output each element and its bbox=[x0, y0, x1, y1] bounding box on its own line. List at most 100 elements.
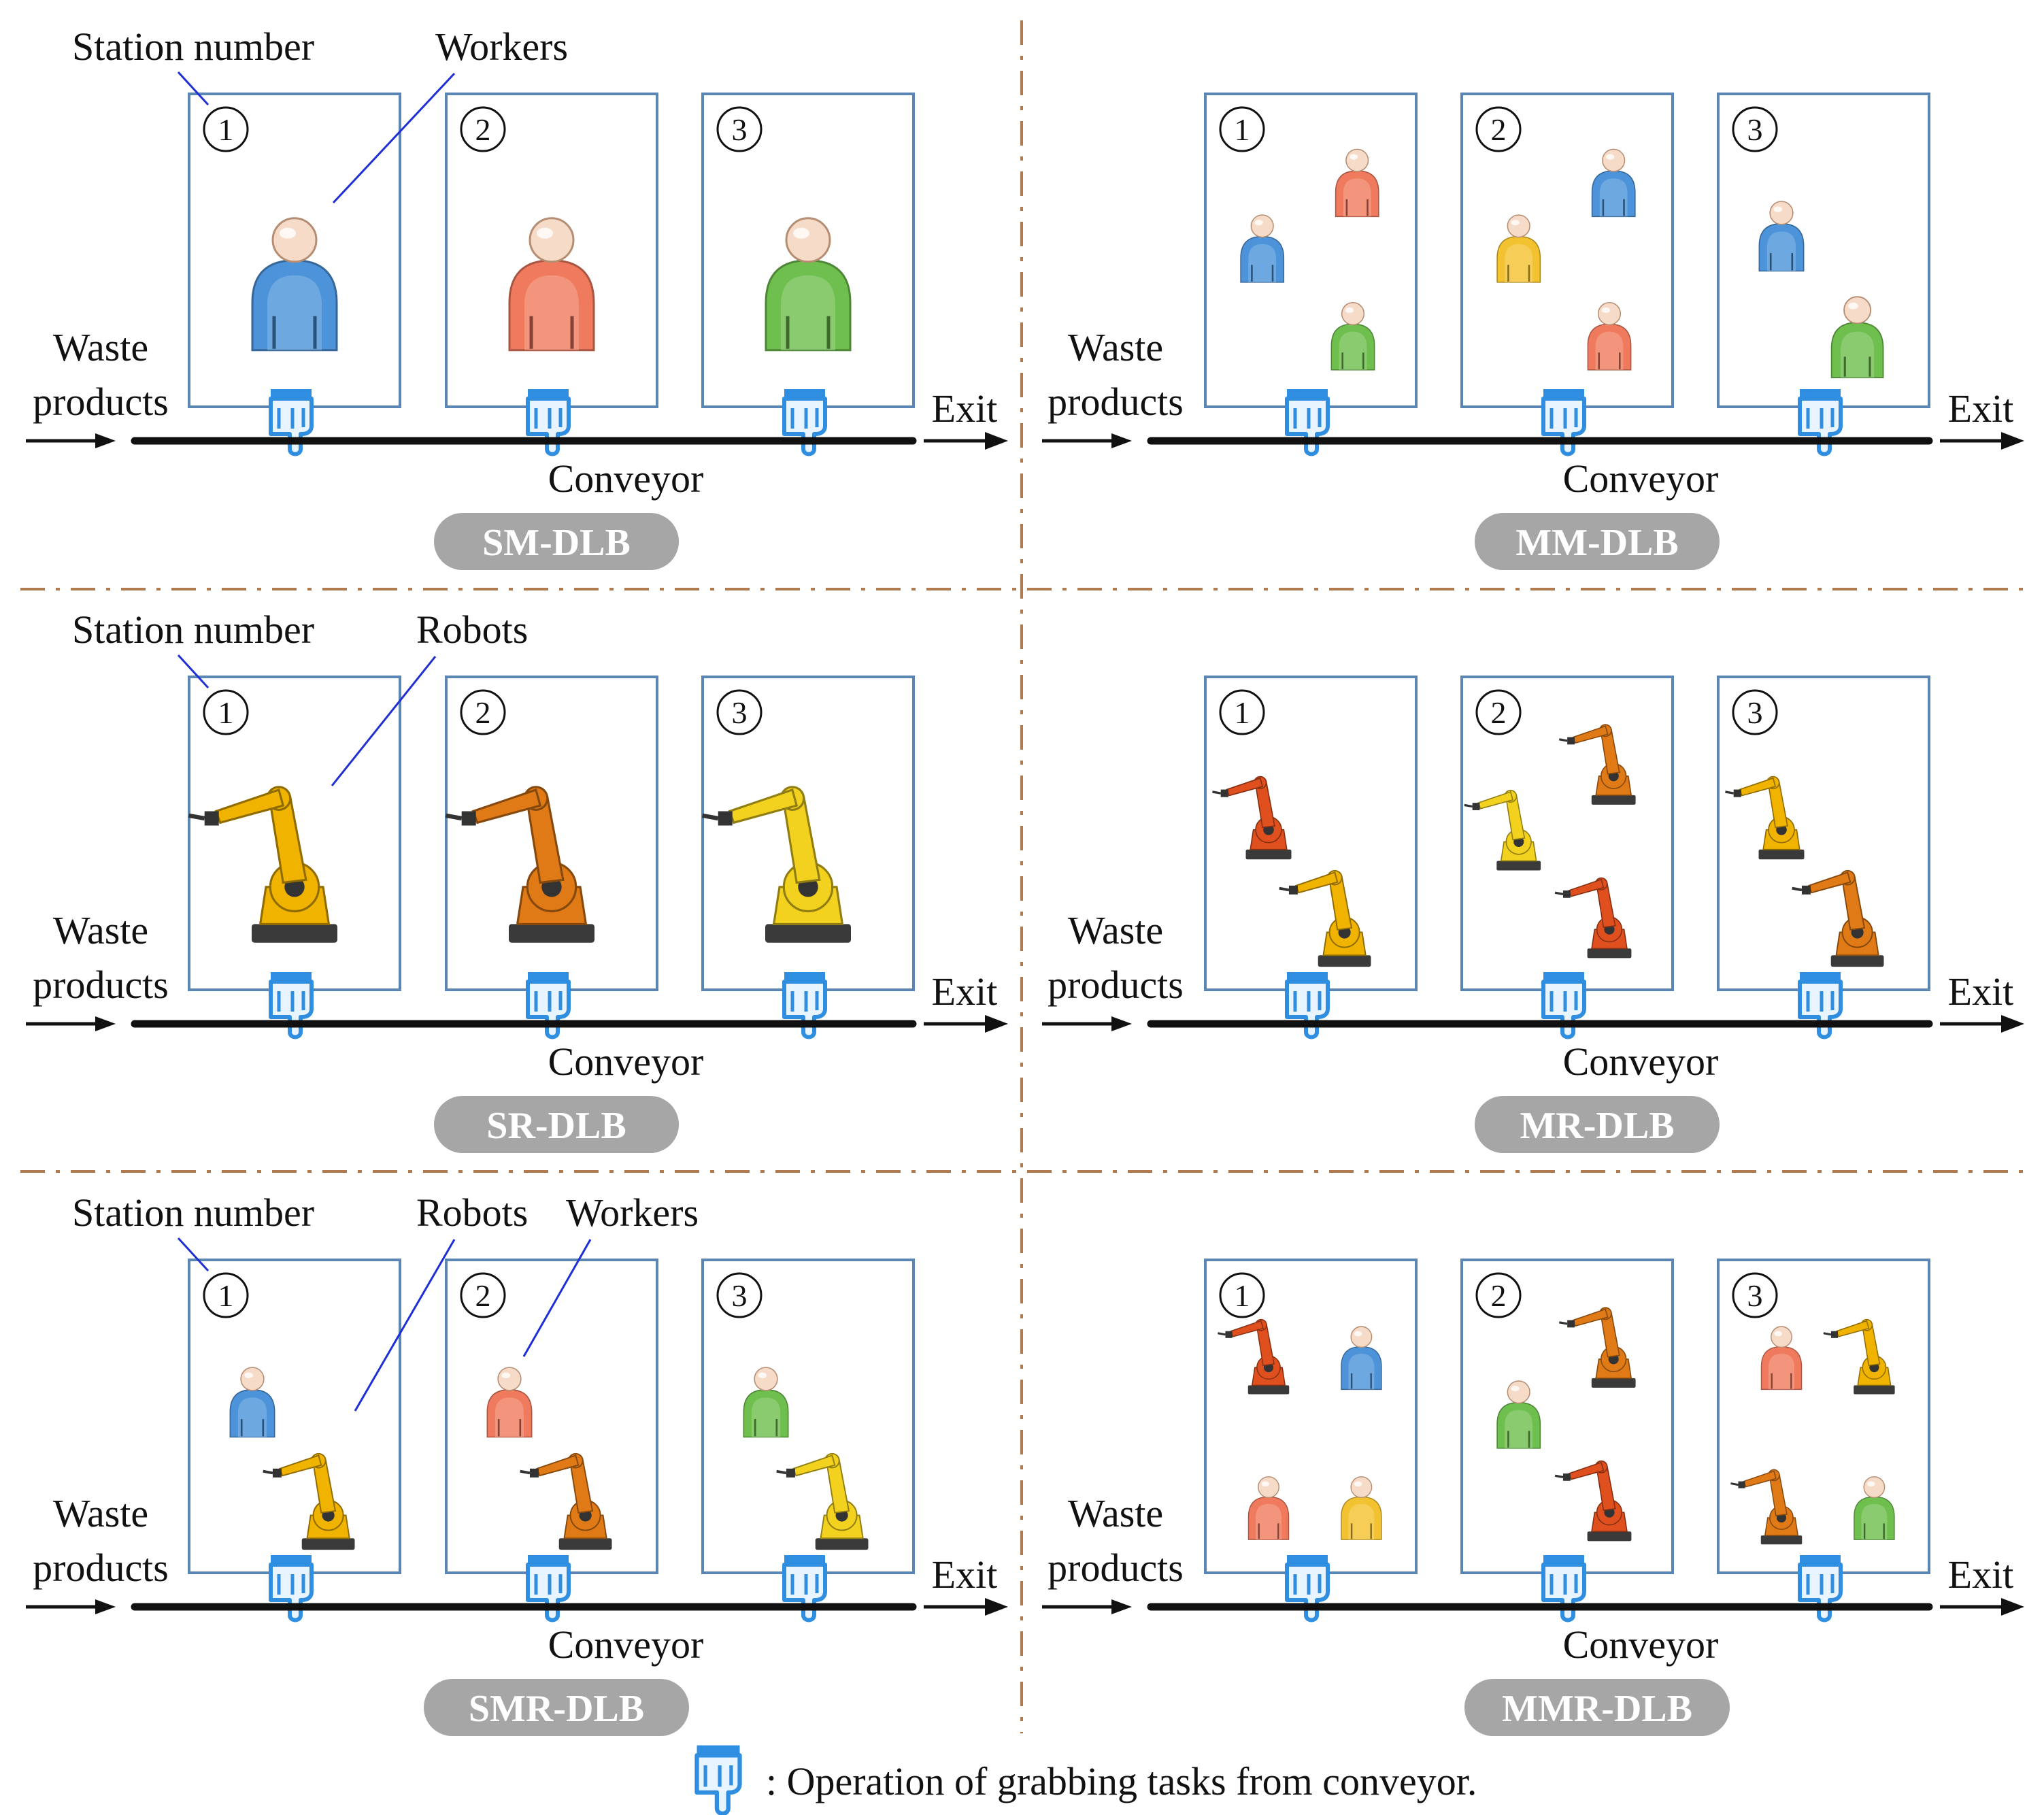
robot-arm-icon bbox=[1792, 869, 1884, 967]
worker-head-shine bbox=[1345, 307, 1354, 314]
robot-arm-icon bbox=[520, 1452, 612, 1550]
robot-upper-arm bbox=[279, 1454, 322, 1477]
robot-wrist bbox=[1562, 1473, 1571, 1481]
robot-wrist bbox=[718, 811, 733, 826]
conveyor-label: Conveyor bbox=[548, 456, 704, 501]
robot-gripper bbox=[1730, 1482, 1739, 1486]
robot-upper-arm bbox=[1743, 1470, 1777, 1488]
station-3: 3 bbox=[1717, 676, 1930, 1039]
station-number-circle bbox=[460, 1272, 506, 1318]
robot-base-plate bbox=[815, 1538, 869, 1550]
station-2: 2 bbox=[1460, 676, 1674, 1039]
station-number: 1 bbox=[1235, 1278, 1250, 1313]
robot-base-plate bbox=[1758, 849, 1805, 860]
badge-background bbox=[1464, 1679, 1730, 1736]
robot-arm-icon bbox=[263, 1452, 355, 1550]
hand-cuff bbox=[271, 1555, 312, 1565]
station-number: 2 bbox=[1491, 1278, 1507, 1313]
station-number-circle bbox=[1475, 689, 1522, 735]
robot-upper-arm bbox=[1572, 725, 1609, 744]
robot-wrist bbox=[1567, 737, 1575, 745]
exit-arrowhead bbox=[2001, 1015, 2024, 1033]
robot-gripper bbox=[446, 813, 463, 821]
robots-pointer bbox=[331, 656, 437, 786]
legend: : Operation of grabbing tasks from conve… bbox=[694, 1745, 1477, 1815]
robot-gripper bbox=[1554, 1474, 1564, 1478]
station-1: 1 bbox=[188, 1259, 401, 1622]
badge-label: SR-DLB bbox=[486, 1105, 626, 1147]
station-number-circle bbox=[1475, 106, 1522, 152]
worker-head-shine bbox=[793, 227, 809, 239]
robot-base-plate bbox=[509, 924, 594, 943]
badge-background bbox=[434, 513, 679, 570]
hand-cuff bbox=[784, 1555, 825, 1565]
station-number: 2 bbox=[475, 112, 491, 147]
robot-arm-icon bbox=[188, 786, 337, 943]
exit-label: Exit bbox=[1948, 386, 2014, 431]
worker-body-highlight bbox=[1505, 244, 1533, 282]
station-number: 1 bbox=[218, 112, 234, 147]
robot-upper-arm bbox=[1835, 1320, 1870, 1337]
pointing-hand-icon bbox=[269, 972, 314, 1039]
worker-icon bbox=[251, 217, 338, 352]
station-3: 3 bbox=[701, 93, 915, 456]
station-1: 1 bbox=[188, 676, 401, 1039]
worker-icon bbox=[743, 1367, 789, 1438]
station-number-circle bbox=[1219, 106, 1265, 152]
worker-head bbox=[1843, 296, 1872, 324]
station-3: 3 bbox=[1717, 1259, 1930, 1622]
robot-base-plate bbox=[1587, 948, 1632, 959]
exit-arrowhead bbox=[2001, 1598, 2024, 1616]
station-2: 2 bbox=[445, 93, 658, 456]
hand-cuff bbox=[1543, 972, 1584, 982]
robot-wrist bbox=[1801, 885, 1811, 895]
worker-head-shine bbox=[280, 227, 296, 239]
robot-upper-arm bbox=[214, 788, 285, 825]
input-arrowhead bbox=[1111, 1016, 1132, 1031]
waste-label: Waste bbox=[1068, 1491, 1163, 1535]
pointing-hand-icon bbox=[694, 1745, 742, 1815]
exit-label: Exit bbox=[932, 386, 998, 431]
robot-arm-icon bbox=[1218, 1318, 1290, 1395]
station-number: 3 bbox=[732, 1278, 748, 1313]
station-number: 2 bbox=[475, 1278, 491, 1313]
station-3: 3 bbox=[701, 676, 915, 1039]
robot-gripper bbox=[1558, 738, 1568, 742]
station-number: 3 bbox=[1747, 112, 1763, 147]
badge-label: MR-DLB bbox=[1520, 1105, 1674, 1147]
robot-base-plate bbox=[1760, 1535, 1803, 1545]
worker-head bbox=[1350, 1326, 1373, 1348]
station-number-circle bbox=[1732, 689, 1778, 735]
station-2: 2 bbox=[445, 1259, 658, 1622]
station-2: 2 bbox=[445, 676, 658, 1039]
robot-base-plate bbox=[1318, 955, 1371, 967]
input-arrowhead bbox=[1111, 1599, 1132, 1614]
exit-label: Exit bbox=[932, 969, 998, 1014]
worker-head bbox=[240, 1367, 265, 1391]
robot-base-plate bbox=[1591, 1378, 1636, 1388]
worker-head-shine bbox=[1601, 307, 1611, 314]
worker-head bbox=[497, 1367, 522, 1391]
hand-cuff bbox=[1287, 1555, 1328, 1565]
worker-head-shine bbox=[501, 1372, 511, 1378]
hand-cuff bbox=[697, 1745, 740, 1756]
hand-cuff bbox=[1800, 1555, 1841, 1565]
worker-body-highlight bbox=[495, 1397, 524, 1437]
waste-label: Waste bbox=[53, 325, 148, 369]
robot-base-plate bbox=[1854, 1385, 1895, 1395]
robot-wrist bbox=[1830, 1331, 1838, 1338]
worker-body-highlight bbox=[1595, 331, 1624, 370]
worker-body-highlight bbox=[1339, 331, 1367, 370]
station-number-circle bbox=[1732, 1272, 1778, 1318]
robot-wrist bbox=[1220, 789, 1228, 797]
hand-cuff bbox=[784, 972, 825, 982]
worker-head-shine bbox=[1354, 1481, 1362, 1487]
waste-label: Waste bbox=[1068, 908, 1163, 952]
worker-head-shine bbox=[1354, 1331, 1362, 1337]
worker-head-shine bbox=[758, 1372, 767, 1378]
worker-icon bbox=[1760, 1326, 1803, 1391]
badge-label: MM-DLB bbox=[1515, 522, 1679, 564]
robot-base-plate bbox=[301, 1538, 355, 1550]
